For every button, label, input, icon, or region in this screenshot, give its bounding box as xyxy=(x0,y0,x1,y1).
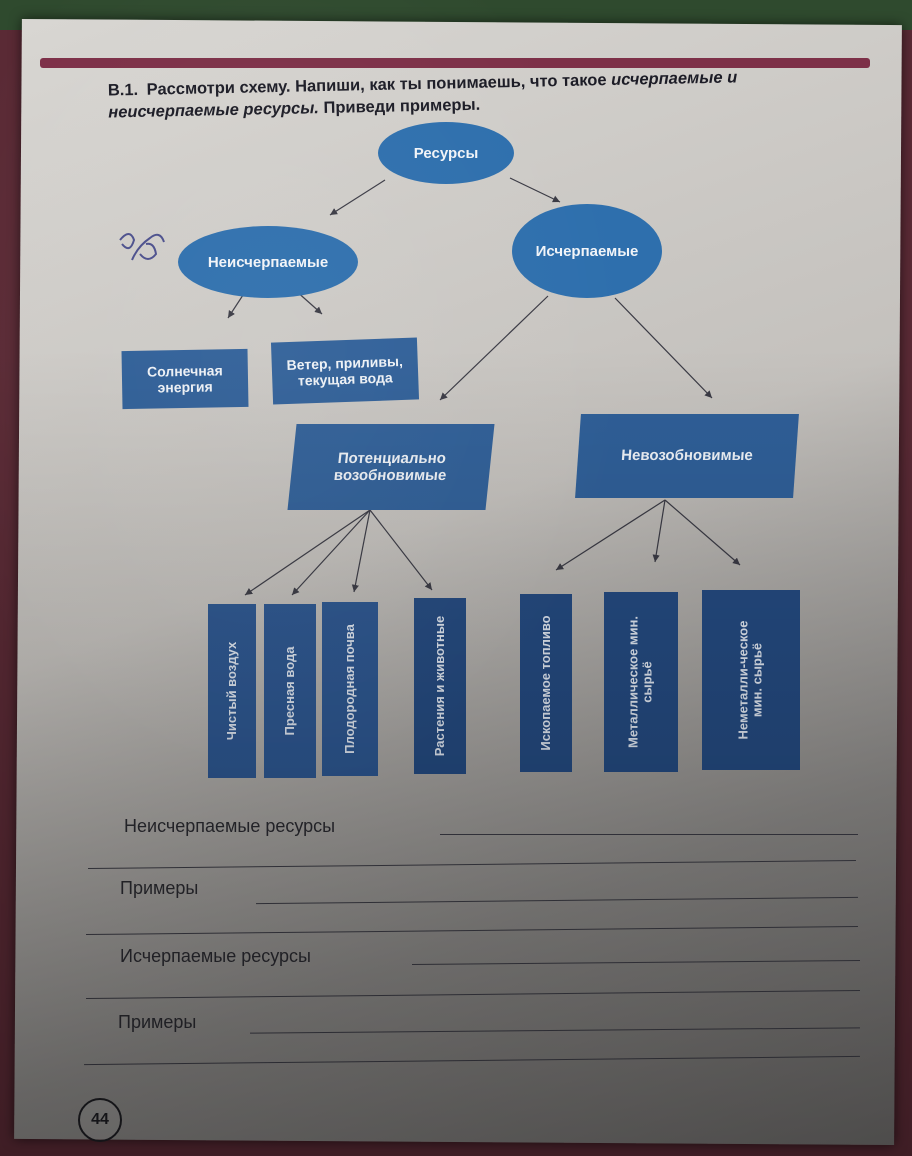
node-potentially-renewable: Потенциально возобновимые xyxy=(287,424,495,510)
node-exhaustible: Исчерпаемые xyxy=(512,204,662,298)
node-fertile-soil: Плодородная почва xyxy=(322,602,378,776)
node-metallic-raw: Металлическое мин. сырьё xyxy=(604,592,678,772)
node-fresh-water: Пресная вода xyxy=(264,604,316,778)
label-examples-2: Примеры xyxy=(118,1012,197,1032)
node-nonrenewable: Невозобновимые xyxy=(575,414,799,498)
node-nonmetallic-raw: Неметалли-ческое мин. сырьё xyxy=(702,590,800,770)
node-clean-air: Чистый воздух xyxy=(208,604,256,778)
pencil-scribble-icon xyxy=(119,233,165,261)
node-inexhaustible: Неисчерпаемые xyxy=(178,226,358,298)
page-number: 44 xyxy=(78,1098,122,1142)
node-solar-energy: Солнечная энергия xyxy=(121,348,249,410)
node-wind-tides: Ветер, приливы, текущая вода xyxy=(270,337,420,405)
answer-line-1[interactable] xyxy=(440,834,858,835)
node-fossil-fuel: Ископаемое топливо xyxy=(520,594,572,772)
label-examples-1: Примеры xyxy=(120,878,199,898)
page-top-stripe xyxy=(40,58,870,68)
label-inexhaustible-resources: Неисчерпаемые ресурсы xyxy=(124,816,336,836)
node-plants-animals: Растения и животные xyxy=(414,598,466,774)
label-exhaustible-resources: Исчерпаемые ресурсы xyxy=(120,946,311,966)
node-resources: Ресурсы xyxy=(378,122,514,184)
